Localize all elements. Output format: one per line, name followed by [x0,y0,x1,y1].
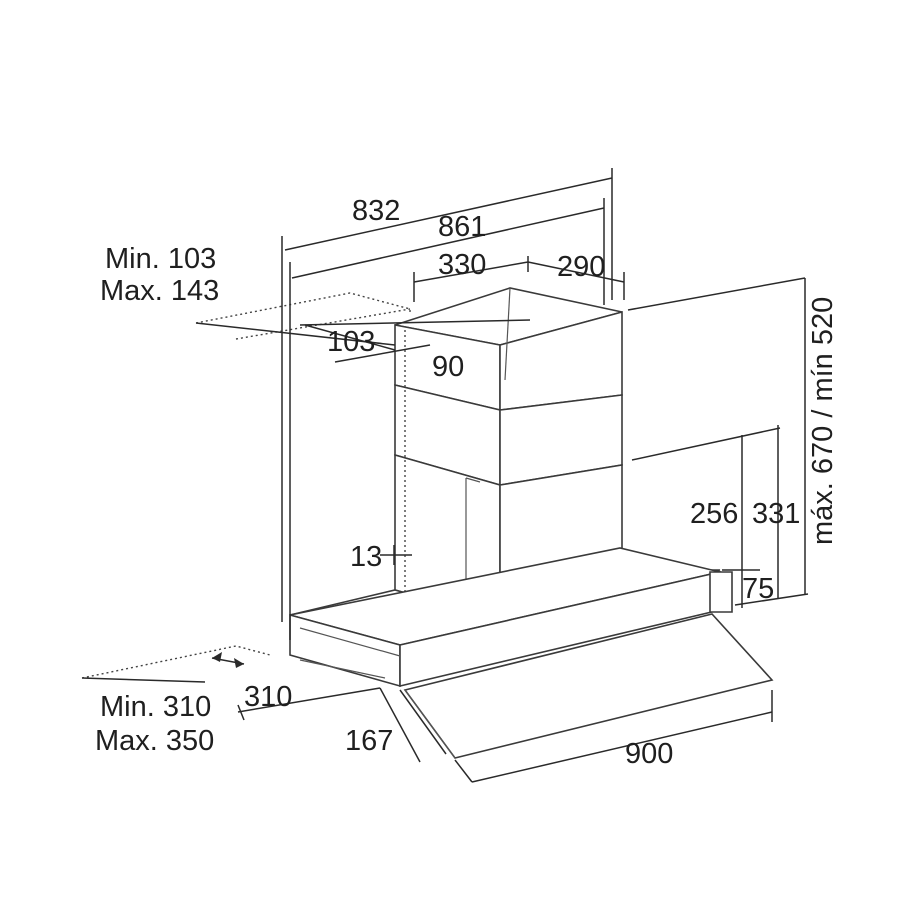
lower-wall-guide-2 [81,677,206,683]
hood-right-block [709,571,733,613]
label-13: 13 [350,541,382,573]
glass-edge [404,689,456,759]
label-900: 900 [625,738,673,770]
dim-line-103-ext [299,319,531,326]
ext-167 [399,689,447,755]
label-290: 290 [557,251,605,283]
label-330: 330 [438,249,486,281]
dim-line-310 [237,687,381,713]
hood-body [289,547,774,759]
dim-line-330 [413,261,529,283]
labels: Min. 103 Max. 143 832 861 330 290 103 90… [95,195,839,770]
hood-inner-line-1 [299,627,401,657]
lower-wall-guide [81,645,271,679]
label-max-143: Max. 143 [100,275,219,307]
chimney-back-edge [504,287,511,381]
ext-mid-right [631,427,781,461]
arrow-head-right [234,658,244,668]
ext-top-right [627,277,806,311]
label-256: 256 [690,498,738,530]
chimney-recess-top [465,477,481,483]
arrow-head-left [212,652,222,662]
label-832: 832 [352,195,400,227]
label-vertical-range: máx. 670 / mín 520 [807,297,839,545]
ext-900-left [454,759,473,783]
ext-310-left [237,704,245,721]
dim-line-min103 [195,322,396,346]
label-min-103: Min. 103 [105,243,216,275]
dim-line-832 [284,177,613,251]
label-103: 103 [327,326,375,358]
upper-wall-guide [195,292,411,324]
label-75: 75 [742,573,774,605]
dim-line-861 [291,207,605,279]
label-min-310: Min. 310 [100,691,211,723]
label-167: 167 [345,725,393,757]
label-861: 861 [438,211,486,243]
label-max-350: Max. 350 [95,725,214,757]
dimension-lines [81,168,809,783]
dim-line-103 [304,324,396,351]
hood-inner-line-2 [299,659,386,679]
dim-line-90 [334,344,431,363]
label-90: 90 [432,351,464,383]
dim-line-167 [379,687,421,763]
label-331: 331 [752,498,800,530]
label-310: 310 [244,681,292,713]
ext-bottom-right [734,593,809,606]
dim-line-900 [471,711,773,783]
dim-line-290 [527,261,625,283]
